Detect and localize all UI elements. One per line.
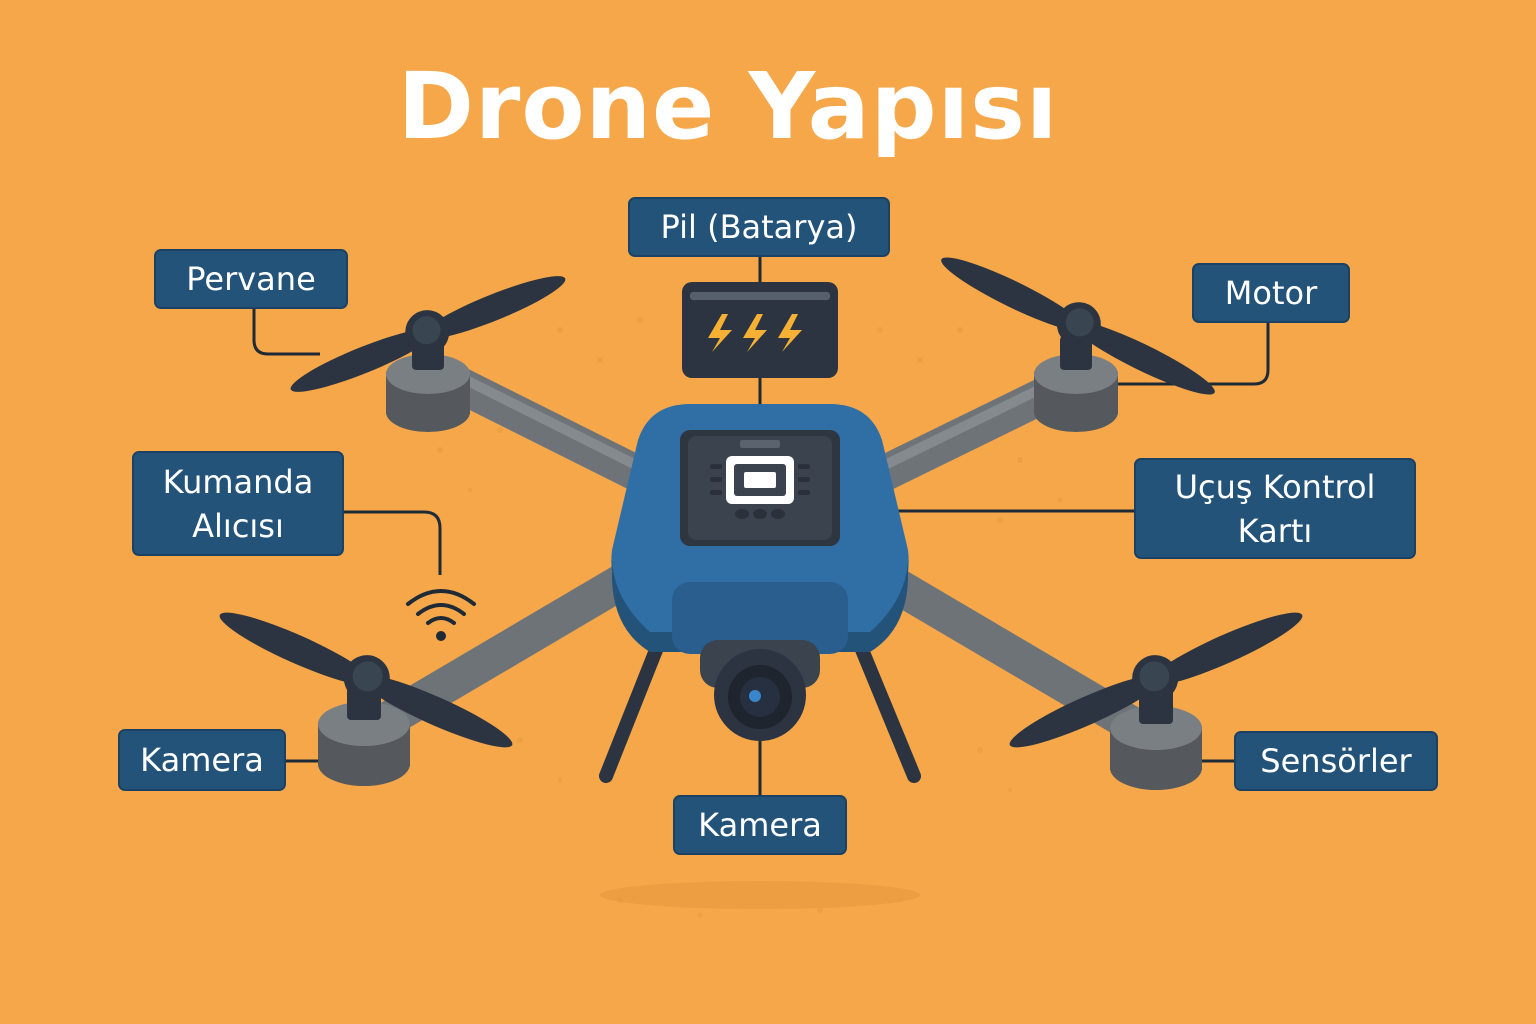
- battery-label: Pil (Batarya): [628, 197, 890, 257]
- chip-icon: [680, 430, 840, 546]
- propeller-icon: [941, 257, 1215, 395]
- camera-left-label: Kamera: [118, 729, 286, 791]
- propeller-label: Pervane: [154, 249, 348, 309]
- sensors-label: Sensörler: [1234, 731, 1438, 791]
- receiver-label: Kumanda Alıcısı: [132, 451, 344, 556]
- propeller-icon: [290, 276, 566, 392]
- wifi-icon: [406, 589, 476, 641]
- battery-icon: [682, 282, 838, 378]
- page-title: Drone Yapısı: [397, 53, 1059, 160]
- lightning-icon: [708, 314, 802, 352]
- motor-icon: [1110, 686, 1202, 790]
- background-texture: [437, 317, 1063, 918]
- flight-controller-label: Uçuş Kontrol Kartı: [1134, 458, 1416, 559]
- camera-lens-icon: [700, 640, 820, 741]
- propeller-icon: [219, 612, 513, 748]
- ground-shadow: [600, 881, 920, 909]
- motor-icon: [1034, 336, 1118, 432]
- motor-icon: [386, 336, 470, 432]
- propeller-icon: [1009, 612, 1303, 748]
- camera-bottom-label: Kamera: [673, 795, 847, 855]
- landing-legs: [599, 633, 921, 783]
- motor-label: Motor: [1192, 263, 1350, 323]
